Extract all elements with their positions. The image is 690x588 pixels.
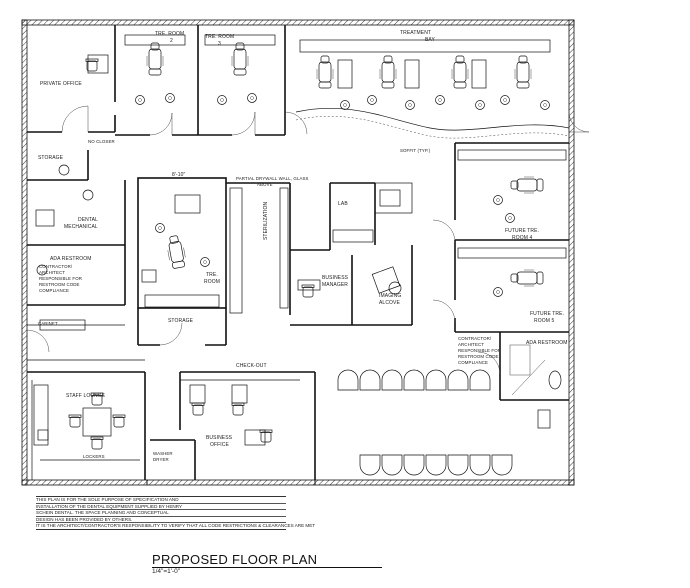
label-washer: WASHER (153, 451, 173, 456)
label-storage-top: STORAGE (38, 155, 64, 161)
label-alcove: ALCOVE (379, 300, 400, 306)
label-room: ROOM (204, 279, 220, 285)
label-cabinet: CABINET (38, 321, 58, 326)
label-tre-room-3-num: 3 (218, 41, 221, 47)
dental-chairs (146, 42, 544, 287)
disclaimer-line: THIS PLAN IS FOR THE SOLE PURPOSE OF SPE… (36, 497, 286, 504)
svg-text:COMPLIANCE: COMPLIANCE (39, 288, 69, 293)
svg-text:RESTROOM CODE: RESTROOM CODE (39, 282, 80, 287)
contractor-note-right: CONTRACTOR/ ARCHITECT RESPONSIBLE FOR RE… (458, 336, 501, 365)
interior-walls (26, 25, 590, 480)
disclaimer-line: IT IS THE ARCHITECT/CONTRACTOR'S RESPONS… (36, 523, 316, 529)
label-mechanical: MECHANICAL (64, 224, 98, 230)
disclaimer-line: DESIGN HAS BEEN PROVIDED BY OTHERS. (36, 517, 286, 524)
business-office-desks (189, 384, 273, 446)
label-tre-room-2-num: 2 (170, 38, 173, 44)
label-sterilization: STERILIZATION (263, 202, 269, 240)
label-treatment-bay: TREATMENT (400, 30, 431, 36)
label-future-room-5: FUTURE TRE. (530, 311, 564, 317)
label-dental: DENTAL (78, 217, 98, 223)
label-storage-center: STORAGE (168, 318, 194, 324)
label-ada-restroom-right: ADA RESTROOM (526, 340, 567, 346)
svg-text:RESPONSIBLE FOR: RESPONSIBLE FOR (39, 276, 82, 281)
disclaimer-line: SCHEIN DENTAL. THE SPACE PLANNING AND CO… (36, 510, 286, 517)
label-ada-restroom-left: ADA RESTROOM (50, 256, 91, 262)
contractor-note-left: CONTRACTOR/ ARCHITECT RESPONSIBLE FOR RE… (39, 264, 82, 293)
label-business-office-b: OFFICE (210, 442, 229, 448)
drawing-title: PROPOSED FLOOR PLAN (152, 552, 318, 567)
label-partial-wall-1: PARTIAL DRYWALL WALL, GLASS (236, 176, 309, 181)
label-future-room-5-b: ROOM 5 (534, 318, 554, 324)
room-labels: PRIVATE OFFICE TRE. ROOM 2 TRE. ROOM 3 T… (38, 30, 567, 462)
label-lab: LAB (338, 201, 348, 207)
staff-lounge-table (33, 384, 126, 450)
label-tre: TRE. (206, 272, 218, 278)
disclaimer-note: THIS PLAN IS FOR THE SOLE PURPOSE OF SPE… (36, 496, 316, 530)
svg-text:ARCHITECT: ARCHITECT (458, 342, 484, 347)
label-soffit: SOFFIT (TYP.) (400, 148, 431, 153)
svg-text:ARCHITECT: ARCHITECT (39, 270, 65, 275)
label-future-room-4: FUTURE TRE. (505, 228, 539, 234)
label-tre-room-2: TRE. ROOM (155, 31, 184, 37)
drawing-scale: 1/4"=1'-0" (152, 568, 181, 575)
label-treatment-bay-2: BAY (425, 37, 435, 43)
label-partial-wall-2: ABOVE (257, 182, 273, 187)
label-private-office: PRIVATE OFFICE (40, 81, 82, 87)
label-business-mgr: BUSINESS (322, 275, 349, 281)
label-staff-lounge: STAFF LOUNGE (66, 393, 106, 399)
waiting-chairs (337, 369, 551, 476)
exterior-walls (21, 19, 575, 486)
label-no-closer: NO CLOSER (88, 139, 115, 144)
label-dimension: 8'-10" (172, 172, 185, 178)
label-imaging: IMAGING (379, 293, 401, 299)
label-dryer: DRYER (153, 457, 169, 462)
label-business-mgr-b: MANAGER (322, 282, 348, 288)
svg-text:RESTROOM CODE: RESTROOM CODE (458, 354, 499, 359)
cabinets-and-counters (35, 34, 562, 396)
label-business-office: BUSINESS (206, 435, 233, 441)
svg-text:COMPLIANCE: COMPLIANCE (458, 360, 488, 365)
disclaimer-line: INSTALLATION OF THE DENTAL EQUIPMENT SUP… (36, 504, 286, 511)
label-lockers: LOCKERS (83, 454, 105, 459)
svg-text:CONTRACTOR/: CONTRACTOR/ (39, 264, 73, 269)
svg-text:CONTRACTOR/: CONTRACTOR/ (458, 336, 492, 341)
label-check-out: CHECK-OUT (236, 363, 267, 369)
label-tre-room-3: TRE. ROOM (205, 34, 234, 40)
title-underline (152, 567, 382, 568)
svg-text:RESPONSIBLE FOR: RESPONSIBLE FOR (458, 348, 501, 353)
label-future-room-4-b: ROOM 4 (512, 235, 532, 241)
